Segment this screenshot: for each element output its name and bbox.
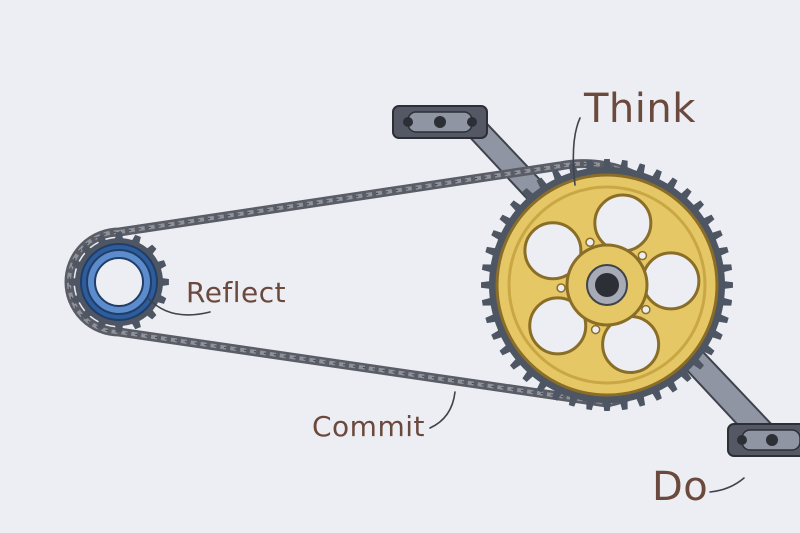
rear-cog-icon — [69, 232, 169, 332]
chainring-gear-icon — [481, 159, 733, 411]
commit-leader-line — [429, 391, 456, 429]
reflect-leader-line — [147, 297, 211, 316]
think-leader-line — [572, 117, 581, 186]
commit-label: Commit — [312, 410, 425, 443]
pedal-icon-top — [392, 105, 488, 139]
reflect-label: Reflect — [186, 276, 286, 309]
leader-lines — [147, 117, 745, 493]
do-label: Do — [652, 464, 708, 510]
do-leader-line — [709, 477, 745, 493]
pedal-icon-bottom — [727, 423, 800, 457]
think-label: Think — [583, 86, 696, 132]
